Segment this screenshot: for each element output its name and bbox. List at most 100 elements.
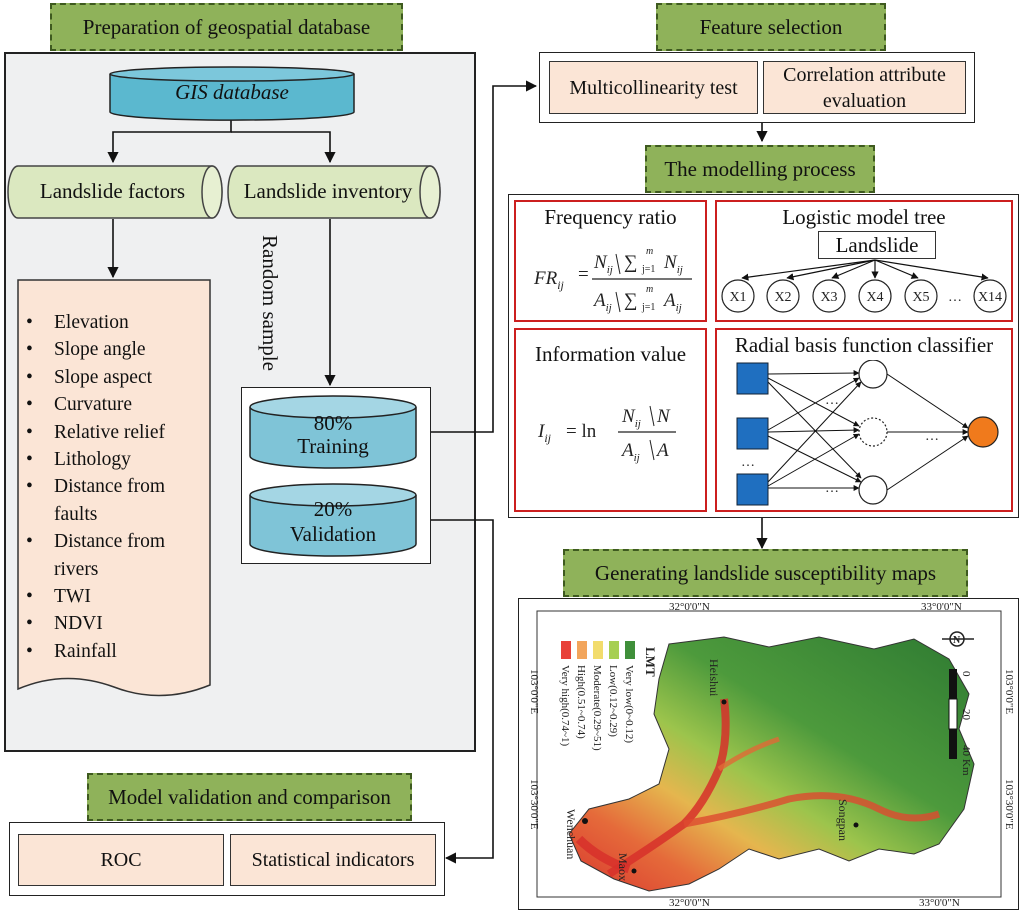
title-modelling-text: The modelling process: [664, 156, 856, 181]
lat-label: 33°0'0"N: [919, 897, 960, 909]
title-feature-selection: Feature selection: [656, 3, 886, 51]
frequency-ratio-formula: FRij = Nij ∑ m j=1 Nij Aij ∑ m j=1 Aij: [533, 246, 692, 314]
gis-database-cylinder: [109, 66, 355, 121]
title-generating-maps: Generating landslide susceptibility maps: [563, 549, 968, 597]
rbf-dots: …: [741, 455, 755, 470]
svg-text:Nij: Nij: [593, 252, 613, 276]
legend-item: Moderate(0.29~51): [591, 665, 603, 751]
factor-item: •TWI: [26, 586, 91, 608]
svg-text:FRij: FRij: [533, 268, 565, 292]
svg-text:m: m: [646, 246, 653, 257]
lat-label: 33°0'0"N: [921, 601, 962, 613]
legend-item: Very low(0~0.12): [623, 665, 635, 743]
place-label: Wenchuan: [564, 809, 578, 859]
svg-text:Iij: Iij: [537, 421, 552, 445]
correlation-attribute-evaluation: Correlation attribute evaluation: [763, 61, 966, 114]
factor-list-document: [17, 279, 211, 697]
lmt-node: X5: [912, 290, 929, 305]
title-feature-selection-text: Feature selection: [699, 14, 843, 39]
factor-item: •Rainfall: [26, 640, 117, 662]
lat-label: 32°0'0"N: [669, 897, 710, 909]
lon-label: 103°0'0"E: [1003, 669, 1015, 714]
svg-text:Aij: Aij: [620, 440, 640, 464]
factor-item: •Elevation: [26, 312, 129, 333]
random-sample-label: Random sample: [258, 235, 282, 371]
landslide-inventory-label: Landslide inventory: [243, 179, 413, 203]
scale-label: 40: [960, 745, 972, 757]
landslide-inventory-shape: [227, 165, 441, 219]
multicollinearity-label: Multicollinearity test: [569, 76, 738, 99]
title-preparation-text: Preparation of geospatial database: [82, 14, 371, 39]
svg-text:∑: ∑: [624, 290, 638, 311]
lmt-node: X3: [820, 290, 837, 305]
title-model-validation: Model validation and comparison: [87, 773, 412, 821]
place-label: Songpan: [836, 799, 850, 841]
title-modelling-process: The modelling process: [645, 145, 875, 193]
training-label: Training: [297, 434, 369, 458]
frequency-ratio-box: [514, 200, 707, 322]
legend-item: Low(0.12~0.29): [607, 665, 619, 737]
rbf-dots: …: [825, 481, 839, 496]
svg-text:Aij: Aij: [662, 290, 682, 314]
training-percent: 80%: [313, 411, 353, 435]
multicollinearity-test: Multicollinearity test: [549, 61, 758, 114]
susceptibility-map: LMT Very high(0.74~1) High(0.51~0.74) Mo…: [528, 601, 1015, 909]
factor-item: •NDVI: [26, 613, 103, 635]
svg-text:m: m: [646, 284, 653, 295]
lmt-ellipsis: …: [948, 290, 962, 305]
correlation-label-line1: Correlation attribute: [783, 63, 946, 86]
correlation-label-line2: evaluation: [822, 89, 907, 112]
lon-label: 103°30'0"E: [1003, 779, 1015, 830]
lon-label: 103°0'0"E: [528, 669, 540, 714]
statistical-indicators-box: Statistical indicators: [230, 834, 436, 886]
svg-text:Nij: Nij: [663, 252, 683, 276]
validation-label: Validation: [289, 522, 377, 546]
svg-text:A: A: [655, 440, 669, 461]
roc-box: ROC: [18, 834, 224, 886]
svg-text:Nij: Nij: [621, 406, 641, 430]
rbf-dots: …: [925, 429, 939, 444]
lmt-root-node: Landslide: [818, 231, 936, 259]
svg-text:Aij: Aij: [592, 290, 612, 314]
lmt-node: X4: [866, 290, 883, 305]
lmt-node: X2: [774, 290, 791, 305]
factor-item: •Slope angle: [26, 339, 146, 361]
lmt-node: X1: [729, 290, 746, 305]
information-value-title: Information value: [534, 342, 687, 366]
lmt-node: X14: [978, 290, 1002, 305]
svg-text:∑: ∑: [624, 252, 638, 273]
title-validation-text: Model validation and comparison: [108, 784, 391, 809]
lon-label: 103°30'0"E: [528, 779, 540, 830]
svg-text:= ln: = ln: [566, 421, 597, 442]
training-cylinder: [249, 395, 417, 469]
svg-text:j=1: j=1: [641, 264, 655, 275]
factor-item: •Curvature: [26, 394, 132, 416]
roc-label: ROC: [100, 849, 142, 871]
north-label: N: [953, 635, 961, 646]
factor-list: •Elevation •Slope angle •Slope aspect •C…: [22, 309, 208, 665]
validation-cylinder: [249, 483, 417, 557]
factor-item: •Relative relief: [26, 421, 165, 443]
lmt-tree: X1 X2 X3 X4 X5 … X14: [721, 259, 1007, 313]
validation-percent: 20%: [313, 497, 353, 521]
legend-title: LMT: [643, 647, 658, 677]
legend-item: High(0.51~0.74): [575, 665, 587, 739]
factor-item: •Slope aspect: [26, 366, 153, 388]
gis-database-label: GIS database: [175, 80, 289, 104]
title-generating-text: Generating landslide susceptibility maps: [594, 560, 937, 585]
lmt-title: Logistic model tree: [782, 205, 946, 229]
scale-label: 0: [960, 671, 972, 677]
rbf-network: … … … …: [736, 360, 999, 506]
factor-item: •Lithology: [26, 449, 131, 471]
svg-text:N: N: [656, 406, 671, 427]
svg-text:=: =: [578, 264, 589, 285]
legend-item: Very high(0.74~1): [559, 665, 571, 746]
rbf-title: Radial basis function classifier: [734, 333, 994, 357]
scale-label: 20: [960, 709, 972, 721]
rbf-dots: …: [825, 393, 839, 408]
svg-text:j=1: j=1: [641, 302, 655, 313]
lat-label: 32°0'0"N: [669, 601, 710, 613]
